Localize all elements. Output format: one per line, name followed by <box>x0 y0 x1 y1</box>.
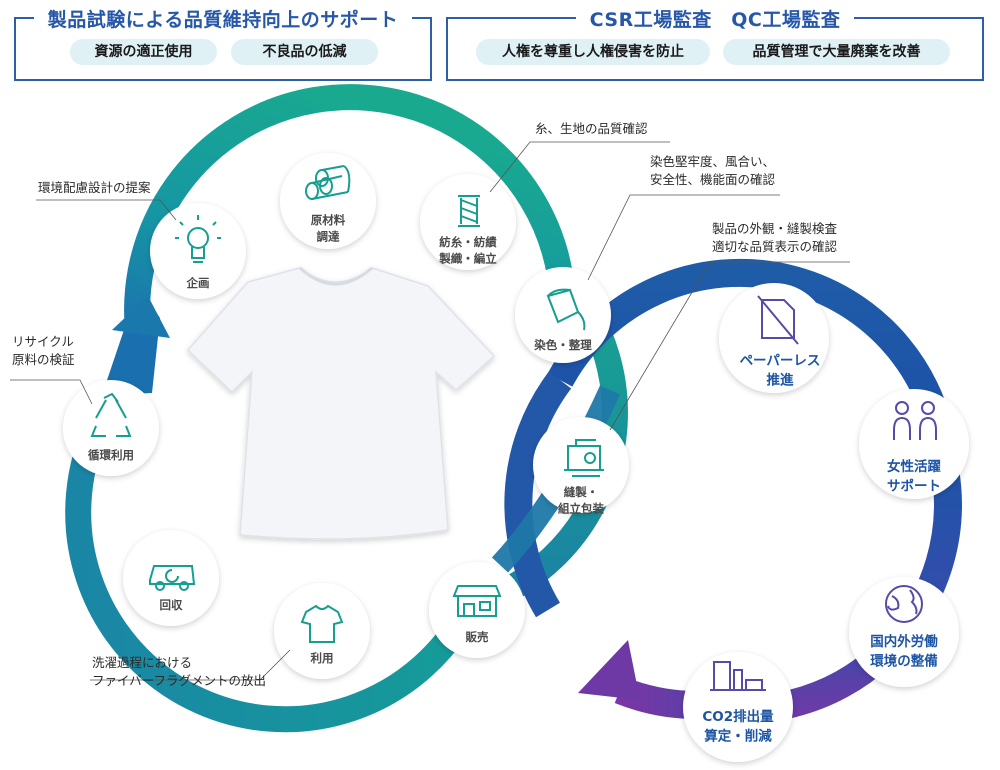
text-line: 回収 <box>160 598 183 612</box>
label-co2: CO2排出量算定・削減 <box>702 708 774 745</box>
ann-fiber-fragment: 洗濯過程におけるファイバーフラグメントの放出 <box>92 655 266 688</box>
text-line: 販売 <box>466 630 489 644</box>
text-line: 原材料 <box>311 213 346 227</box>
thread-spool-icon <box>458 195 480 227</box>
label-sewing: 縫製・組立包装 <box>558 485 604 516</box>
text-line: 女性活躍 <box>887 458 941 475</box>
co2-chart-icon <box>710 661 766 691</box>
header-right-box: CSR工場監査 QC工場監査 人権を尊重し人権侵害を防止 品質管理で大量廃棄を改… <box>446 9 984 81</box>
node-sales <box>429 562 525 658</box>
header-left-title: 製品試験による品質維持向上のサポート <box>33 9 413 31</box>
label-dyeing: 染色・整理 <box>533 338 592 352</box>
text-line: 糸、生地の品質確認 <box>535 121 648 136</box>
pill-resource: 資源の適正使用 <box>70 39 217 65</box>
label-use: 利用 <box>310 651 334 665</box>
text-line: 利用 <box>310 651 334 665</box>
label-labor: 国内外労働環境の整備 <box>870 633 938 670</box>
document-slash-icon <box>757 295 799 345</box>
node-use <box>274 583 370 679</box>
tshirt-icon <box>300 604 344 643</box>
node-material <box>280 153 376 249</box>
lightbulb-icon <box>175 215 221 263</box>
text-line: 製織・編立 <box>438 252 497 266</box>
text-line: 企画 <box>186 276 210 290</box>
node-plan <box>150 203 246 299</box>
ann-fabric-quality: 糸、生地の品質確認 <box>535 121 648 136</box>
left-ring-top <box>124 84 573 348</box>
ann-product-check: 製品の外観・縫製検査適切な品質表示の確認 <box>712 221 838 254</box>
pill-defect: 不良品の低減 <box>231 39 378 65</box>
text-line: 適切な品質表示の確認 <box>712 239 838 254</box>
text-line: 国内外労働 <box>870 633 938 650</box>
text-line: CO2排出量 <box>702 708 774 725</box>
text-line: 染色・整理 <box>533 338 592 352</box>
text-line: 循環利用 <box>87 448 134 462</box>
text-line: 染色堅牢度、風合い、 <box>650 154 775 169</box>
label-spinning: 紡糸・紡績製織・編立 <box>438 235 497 266</box>
text-line: 安全性、機能面の確認 <box>650 172 776 187</box>
text-line: ファイバーフラグメントの放出 <box>92 673 266 688</box>
fabric-rolls-icon <box>305 165 351 200</box>
pill-waste: 品質管理で大量廃棄を改善 <box>723 39 950 65</box>
label-recycle: 循環利用 <box>87 448 134 462</box>
node-dyeing <box>515 267 611 363</box>
text-line: 紡糸・紡績 <box>439 235 497 249</box>
node-collect <box>123 530 219 626</box>
sewing-machine-icon <box>564 439 604 477</box>
text-line: 環境配慮設計の提案 <box>38 180 151 195</box>
text-line: ペーパーレス <box>740 353 821 369</box>
left-ring-bottom <box>65 414 482 733</box>
text-line: 調達 <box>317 230 340 244</box>
dye-bucket-icon <box>546 288 586 331</box>
text-line: 算定・削減 <box>704 728 772 745</box>
text-line: 環境の整備 <box>870 653 938 670</box>
label-collect: 回収 <box>160 598 183 612</box>
text-line: サポート <box>887 478 941 495</box>
node-spinning <box>420 174 516 270</box>
node-sewing <box>533 417 629 513</box>
node-recycle <box>63 380 159 476</box>
right-ring-arrow <box>578 640 640 700</box>
text-line: 洗濯過程における <box>92 655 192 670</box>
women-icon <box>893 401 937 440</box>
header-left-box: 製品試験による品質維持向上のサポート 資源の適正使用 不良品の低減 <box>14 9 432 81</box>
label-women: 女性活躍サポート <box>887 458 941 495</box>
ann-eco-design: 環境配慮設計の提案 <box>38 180 151 195</box>
node-women <box>859 389 969 499</box>
node-co2 <box>683 652 793 762</box>
ann-recycle-check: リサイクル原料の検証 <box>12 334 75 367</box>
label-paperless: ペーパーレス推進 <box>740 353 821 389</box>
label-sales: 販売 <box>466 630 489 644</box>
storefront-icon <box>452 585 502 617</box>
text-line: 組立包装 <box>558 502 604 516</box>
recycle-icon <box>90 392 132 437</box>
label-material: 原材料調達 <box>311 213 346 244</box>
globe-icon <box>885 585 923 623</box>
text-line: 推進 <box>767 372 795 389</box>
tshirt-photo <box>186 266 496 540</box>
text-line: 縫製・ <box>564 485 599 499</box>
label-plan: 企画 <box>186 276 210 290</box>
ann-dye-check: 染色堅牢度、風合い、安全性、機能面の確認 <box>650 154 776 187</box>
node-labor <box>849 577 959 687</box>
text-line: 原料の検証 <box>12 352 75 367</box>
text-line: 製品の外観・縫製検査 <box>712 221 838 236</box>
recovery-truck-icon <box>149 565 196 591</box>
header-right-title: CSR工場監査 QC工場監査 <box>575 9 855 31</box>
pill-human-rights: 人権を尊重し人権侵害を防止 <box>476 39 710 65</box>
text-line: リサイクル <box>12 334 74 349</box>
